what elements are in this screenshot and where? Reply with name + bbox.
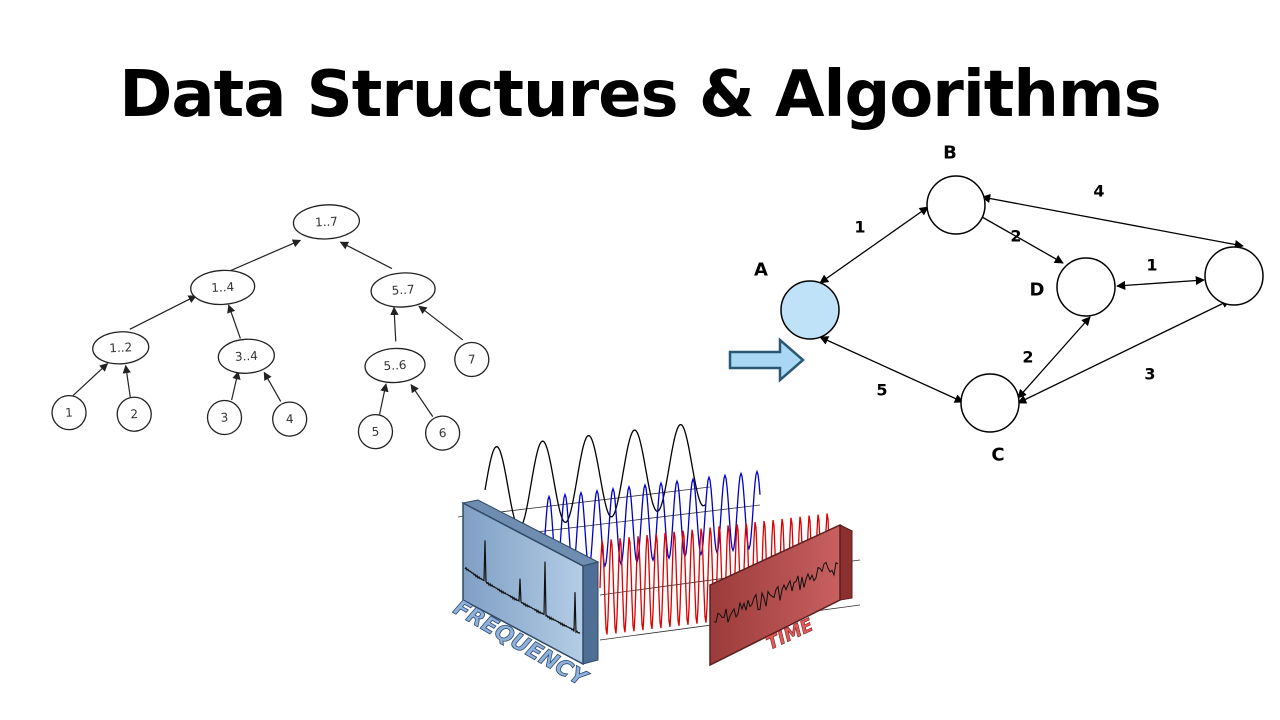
tree-node: 5..6 (364, 347, 426, 384)
tree-node: 2 (116, 396, 152, 432)
svg-text:1..4: 1..4 (211, 280, 235, 295)
svg-text:1..2: 1..2 (109, 340, 133, 355)
graph-node-a (780, 280, 840, 340)
graph-label-b: B (943, 143, 957, 164)
page-title: Data Structures & Algorithms (119, 58, 1161, 132)
tree-node: 1..2 (92, 331, 150, 365)
wave-low-frequency (484, 423, 706, 529)
graph-edge-e-c (1017, 299, 1231, 404)
svg-text:6: 6 (438, 426, 446, 440)
tree-node: 4 (272, 401, 308, 437)
tree-node: 5 (357, 413, 394, 450)
tree-edge (72, 362, 109, 396)
tree-edge (129, 295, 197, 330)
tree-edge (122, 364, 131, 398)
tree-node: 6 (424, 415, 461, 451)
graph-node-b (926, 175, 986, 235)
tree-edge (390, 306, 399, 342)
graph-edge-b-e (981, 194, 1244, 249)
tree-edge (418, 305, 464, 341)
tree-node: 5..7 (370, 272, 436, 308)
wave-mid-frequency (544, 469, 761, 574)
frequency-panel: FREQUENCY (449, 499, 600, 693)
svg-text:7: 7 (468, 352, 476, 366)
graph-edge-d-e (1116, 276, 1205, 290)
tree-node: 1..4 (190, 269, 256, 306)
tree-edge (339, 241, 393, 270)
tree-edge (231, 370, 241, 401)
edge-weight: 1 (854, 218, 865, 237)
graph-edge-a-b (819, 206, 929, 284)
svg-text:5..6: 5..6 (383, 358, 407, 373)
tree-node: 1 (51, 394, 87, 431)
weighted-graph: 1 2 4 1 2 5 3 A B C D (728, 143, 1264, 466)
time-panel: TIME (708, 523, 854, 667)
svg-text:5..7: 5..7 (391, 282, 415, 297)
edge-weight: 1 (1146, 256, 1157, 275)
graph-node-e (1204, 246, 1264, 306)
graph-node-c (960, 373, 1020, 433)
tree-node: 3 (206, 399, 243, 436)
tree-edge (410, 383, 434, 417)
tree-edge (227, 304, 241, 339)
graph-label-c: C (991, 445, 1004, 466)
graph-label-d: D (1030, 280, 1045, 301)
edge-weight: 4 (1093, 182, 1104, 201)
tree-edge (378, 383, 389, 415)
segment-tree: 1..7 1..4 5..7 1..2 3..4 5..6 7 1 2 3 4 … (51, 204, 490, 451)
svg-text:3..4: 3..4 (235, 349, 259, 364)
tree-edge (263, 371, 282, 402)
svg-text:5: 5 (371, 424, 379, 438)
signal-illustration: FREQUENCY TIME (449, 423, 861, 693)
edge-weight: 2 (1010, 227, 1021, 246)
edge-weight: 2 (1022, 348, 1033, 367)
tree-edge (226, 239, 302, 273)
svg-text:1..7: 1..7 (315, 214, 339, 229)
svg-text:2: 2 (130, 407, 138, 421)
svg-text:1: 1 (65, 405, 73, 419)
tree-node: 1..7 (292, 204, 361, 240)
edge-weight: 5 (876, 381, 887, 400)
graph-edge-a-c (819, 336, 964, 403)
graph-node-d (1056, 257, 1116, 317)
pointer-arrow-icon (728, 337, 805, 383)
tree-node: 3..4 (217, 338, 275, 374)
graph-label-a: A (754, 260, 768, 281)
graph-edge-b-d (974, 212, 1064, 264)
svg-text:4: 4 (286, 412, 294, 426)
svg-text:3: 3 (220, 410, 228, 424)
edge-weight: 3 (1144, 365, 1155, 384)
tree-node: 7 (454, 341, 490, 378)
